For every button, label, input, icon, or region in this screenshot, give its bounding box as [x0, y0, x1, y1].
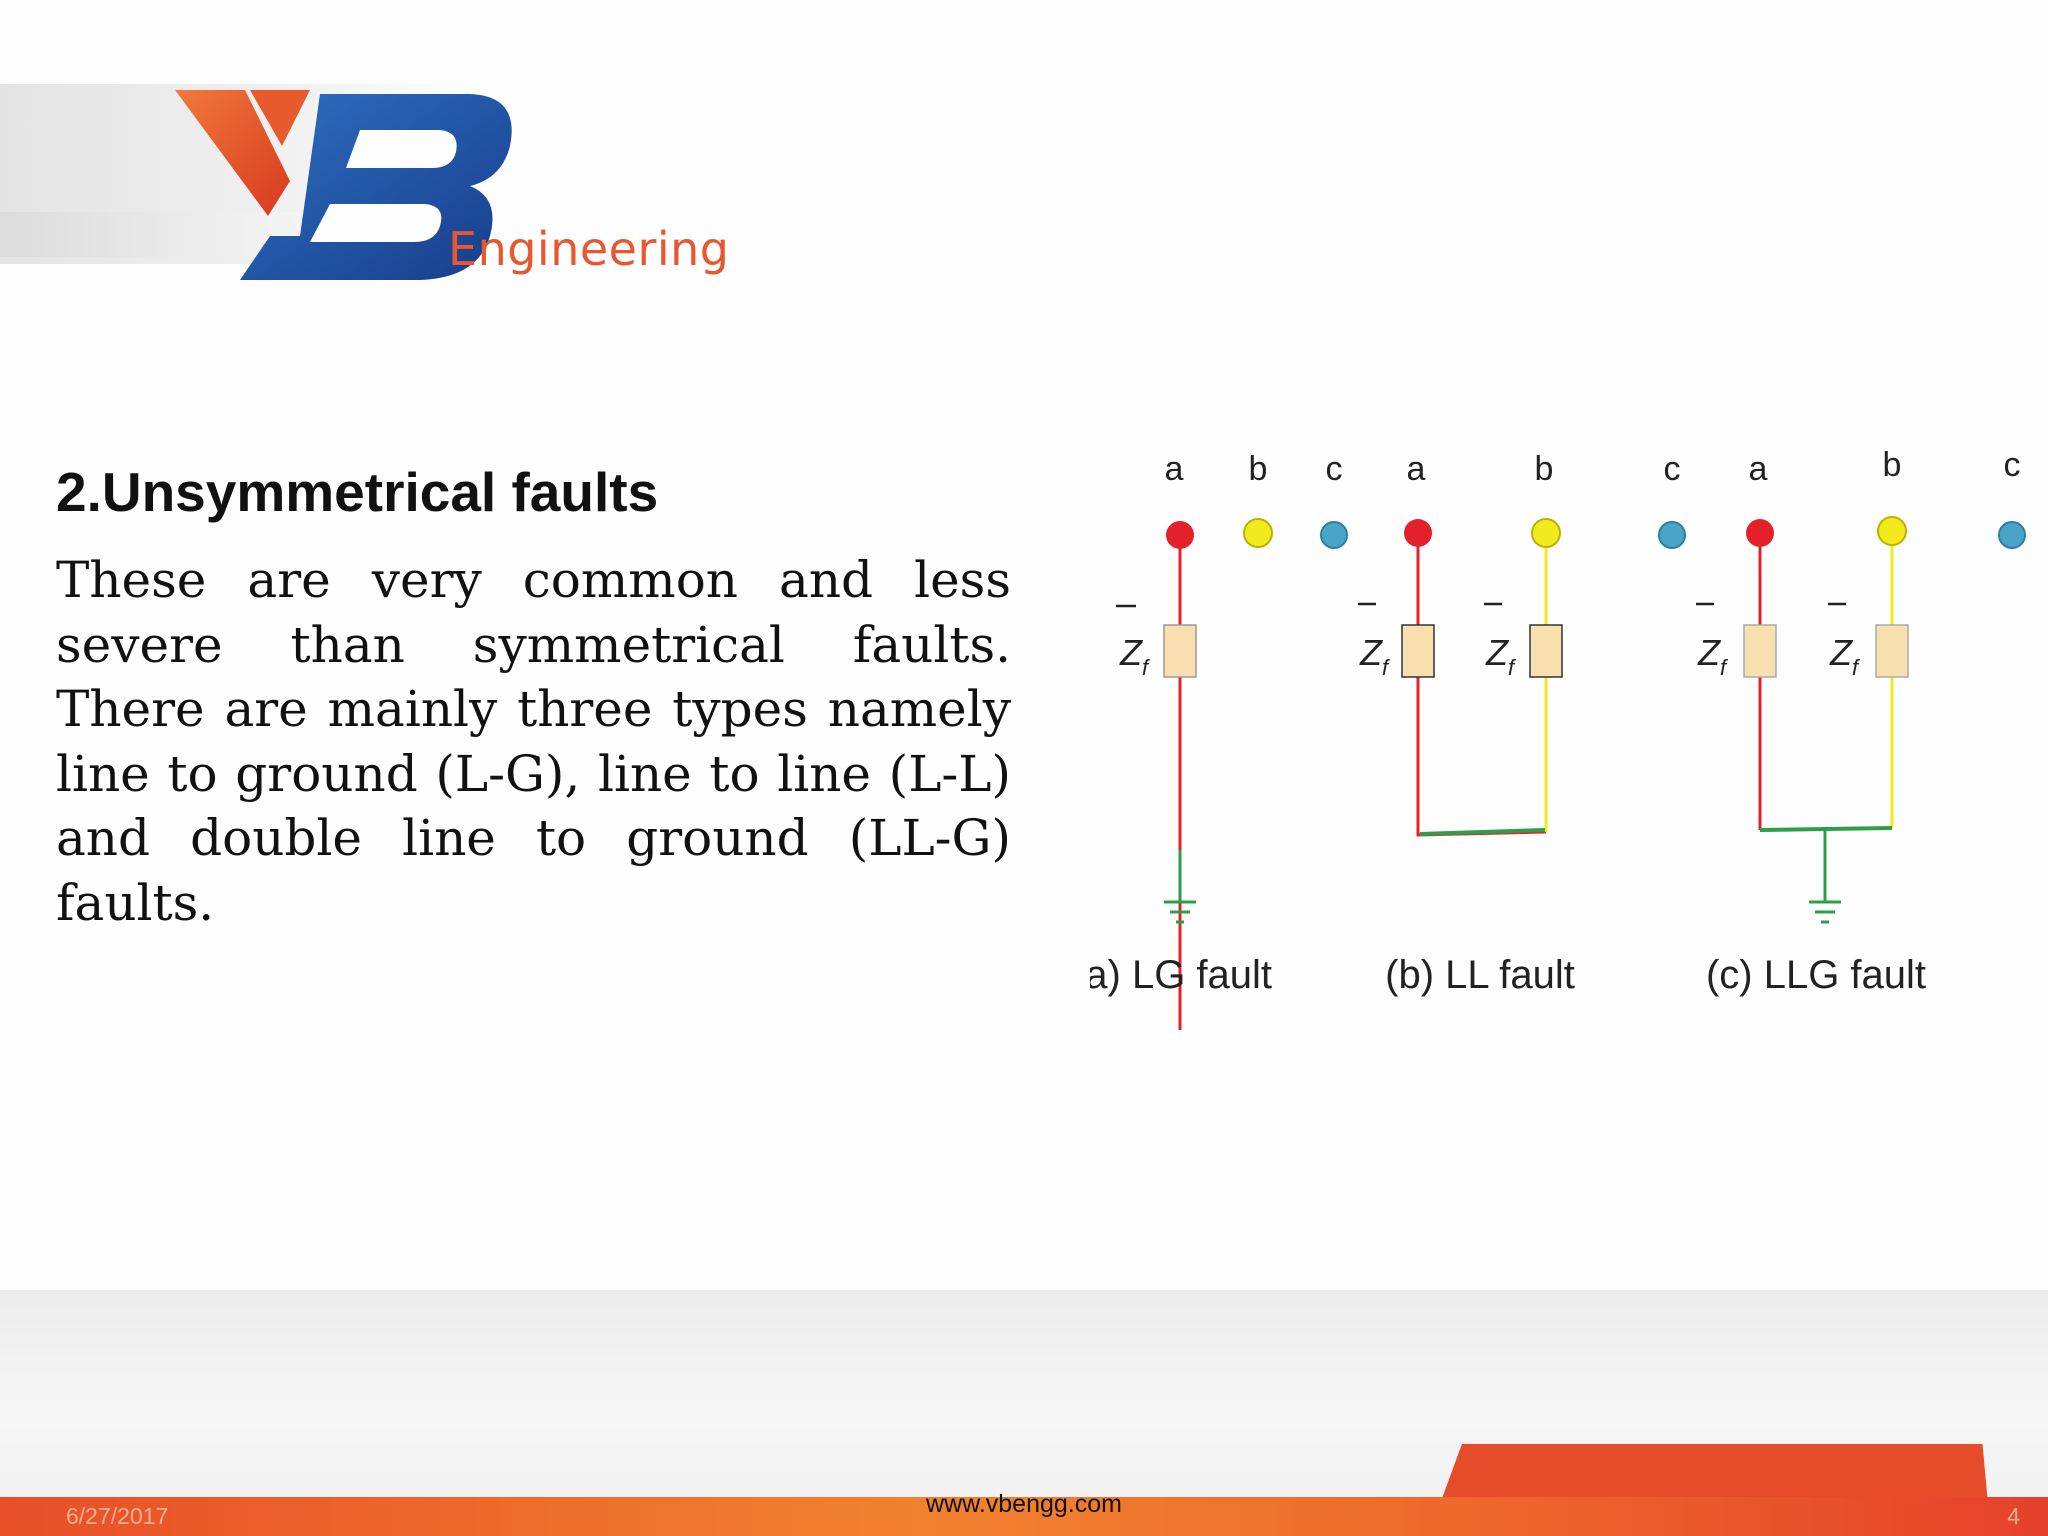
impedance-label: Z — [1359, 632, 1383, 673]
node-a — [1404, 519, 1432, 547]
impedance-label: Z — [1697, 632, 1721, 673]
impedance-box — [1401, 624, 1435, 678]
wire-short — [1419, 828, 1546, 836]
node-a — [1746, 519, 1774, 547]
node-c — [1320, 521, 1348, 549]
phase-label-b: b — [1535, 450, 1554, 488]
footer-bar — [0, 1497, 2048, 1536]
phase-label-c: c — [2004, 446, 2021, 484]
impedance-box — [1743, 624, 1777, 678]
node-b — [1877, 516, 1907, 546]
logo-background-band-lower — [0, 212, 300, 257]
node-b — [1243, 518, 1273, 548]
logo-engineering-text: Engineering — [448, 222, 730, 276]
footer-tab — [1440, 1444, 1988, 1504]
impedance-subscript: f — [1508, 655, 1517, 680]
footer-date: 6/27/2017 — [66, 1503, 169, 1529]
phase-label-b: b — [1249, 450, 1268, 488]
impedance-subscript: f — [1382, 655, 1391, 680]
body-paragraph: These are very common and less severe th… — [56, 551, 1011, 932]
impedance-subscript: f — [1720, 655, 1729, 680]
impedance-subscript: f — [1142, 655, 1151, 680]
wire-a — [1416, 538, 1547, 837]
phase-label-c: c — [1326, 450, 1343, 488]
phase-label-a: a — [1749, 450, 1768, 488]
impedance-label: Z — [1119, 632, 1143, 673]
impedance-label: Z — [1485, 632, 1509, 673]
phase-label-a: a — [1165, 450, 1184, 488]
node-b — [1531, 518, 1561, 548]
phase-label-b: b — [1883, 446, 1902, 484]
phase-label-c: c — [1664, 450, 1681, 488]
impedance-label: Z — [1829, 632, 1853, 673]
impedance-box — [1163, 624, 1197, 678]
node-c — [1658, 521, 1686, 549]
caption-ll-fault: (b) LL fault — [1385, 953, 1575, 997]
caption-llg-fault: (c) LLG fault — [1706, 953, 1926, 997]
slide-heading: 2.Unsymmetrical faults — [56, 461, 659, 523]
footer-url: www.vbengg.com — [926, 1490, 1122, 1518]
impedance-box — [1529, 624, 1563, 678]
ground-symbol — [1809, 900, 1841, 924]
fault-diagram: a b c Z f (a) LG fault a b c — [1090, 446, 2026, 1030]
vb-logo-mark — [175, 90, 512, 280]
impedance-box — [1875, 624, 1909, 678]
footer-page-number: 4 — [2007, 1503, 2020, 1529]
phase-label-a: a — [1407, 450, 1426, 488]
impedance-subscript: f — [1852, 655, 1861, 680]
caption-lg-fault: (a) LG fault — [1090, 953, 1272, 997]
node-c — [1998, 521, 2026, 549]
ground-symbol — [1164, 900, 1196, 924]
node-a — [1166, 521, 1194, 549]
